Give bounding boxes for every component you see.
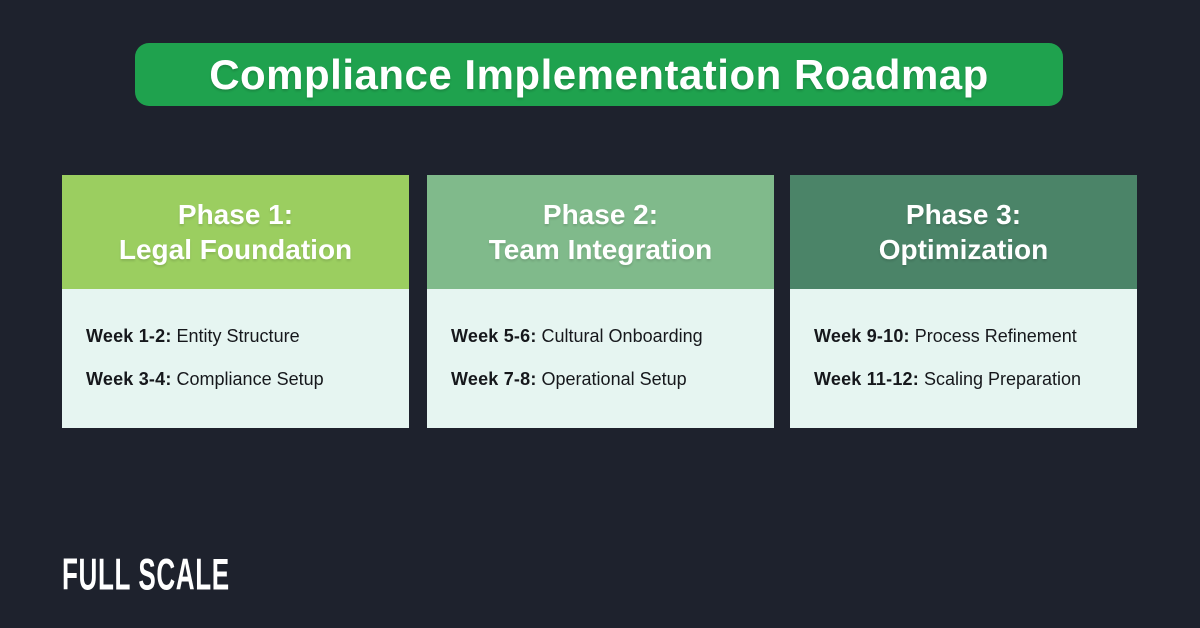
phase-2-body: Week 5-6: Cultural Onboarding Week 7-8: … bbox=[427, 289, 774, 428]
phase-1-title-line1: Phase 1: bbox=[177, 199, 294, 230]
phase-1-title-line2: Legal Foundation bbox=[118, 234, 353, 265]
phase-1-body: Week 1-2: Entity Structure Week 3-4: Com… bbox=[62, 289, 409, 428]
phase-2-title-line1: Phase 2: bbox=[542, 199, 659, 230]
phase-2-title-line2: Team Integration bbox=[488, 234, 713, 265]
phase-3-title-line2: Optimization bbox=[878, 234, 1049, 265]
milestone-week-label: Week 5-6: bbox=[451, 326, 537, 346]
milestone-week-11-12: Week 11-12: Scaling Preparation bbox=[814, 368, 1137, 390]
phase-card-optimization: Phase 3: Optimization Week 9-10: Process… bbox=[790, 175, 1137, 428]
phase-3-body: Week 9-10: Process Refinement Week 11-12… bbox=[790, 289, 1137, 428]
phase-3-header: Phase 3: Optimization bbox=[790, 175, 1137, 289]
milestone-week-label: Week 7-8: bbox=[451, 369, 537, 389]
milestone-text: Process Refinement bbox=[914, 326, 1077, 346]
phase-2-header: Phase 2: Team Integration bbox=[427, 175, 774, 289]
milestone-week-label: Week 9-10: bbox=[814, 326, 910, 346]
milestone-week-1-2: Week 1-2: Entity Structure bbox=[86, 325, 409, 347]
milestone-week-label: Week 3-4: bbox=[86, 369, 172, 389]
milestone-week-9-10: Week 9-10: Process Refinement bbox=[814, 325, 1137, 347]
milestone-week-label: Week 1-2: bbox=[86, 326, 172, 346]
milestone-text: Scaling Preparation bbox=[923, 369, 1082, 389]
milestone-week-3-4: Week 3-4: Compliance Setup bbox=[86, 368, 409, 390]
milestone-week-5-6: Week 5-6: Cultural Onboarding bbox=[451, 325, 774, 347]
phase-card-legal-foundation: Phase 1: Legal Foundation Week 1-2: Enti… bbox=[62, 175, 409, 428]
phase-card-team-integration: Phase 2: Team Integration Week 5-6: Cult… bbox=[427, 175, 774, 428]
milestone-text: Operational Setup bbox=[541, 369, 687, 389]
full-scale-logo: FULL SCALE bbox=[62, 549, 333, 600]
full-scale-wordmark: FULL SCALE bbox=[62, 549, 230, 600]
milestone-week-7-8: Week 7-8: Operational Setup bbox=[451, 368, 774, 390]
milestone-text: Entity Structure bbox=[176, 326, 300, 346]
phase-3-title-line1: Phase 3: bbox=[905, 199, 1022, 230]
milestone-text: Compliance Setup bbox=[176, 369, 324, 389]
page-title: Compliance Implementation Roadmap bbox=[209, 50, 989, 98]
milestone-week-label: Week 11-12: bbox=[814, 369, 919, 389]
title-banner: Compliance Implementation Roadmap bbox=[135, 43, 1063, 106]
phase-1-header: Phase 1: Legal Foundation bbox=[62, 175, 409, 289]
milestone-text: Cultural Onboarding bbox=[541, 326, 703, 346]
